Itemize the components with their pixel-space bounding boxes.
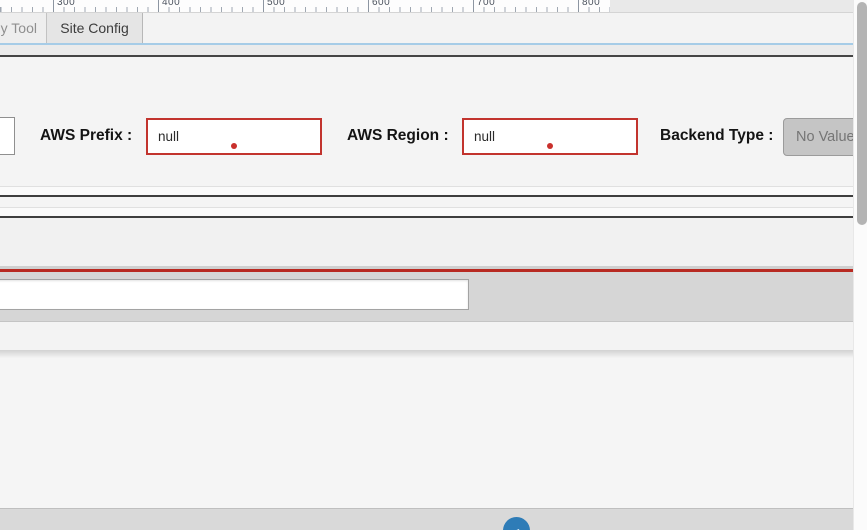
collapsed-section-strip	[0, 186, 853, 195]
section-divider-top	[0, 55, 853, 57]
ruler-tick-label: 800	[582, 0, 601, 8]
ruler-tick-label: 600	[372, 0, 391, 8]
vertical-scrollbar	[853, 0, 867, 530]
scroll-action-button[interactable]: ➤	[503, 517, 530, 530]
section-divider	[0, 195, 853, 197]
input-band	[0, 272, 853, 322]
aws-region-label: AWS Region :	[347, 127, 449, 144]
ruler-tick-label: 400	[162, 0, 181, 8]
ruler-row: 300 400 500 600 700 800	[0, 0, 853, 13]
cutoff-field[interactable]	[0, 117, 15, 155]
red-divider	[0, 269, 853, 272]
error-dot-icon	[231, 143, 237, 149]
error-dot-icon	[547, 143, 553, 149]
ruler-major-tick	[473, 0, 474, 12]
divider-strip	[0, 266, 853, 269]
aws-prefix-label: AWS Prefix :	[40, 127, 133, 144]
ruler-major-tick	[263, 0, 264, 12]
section-spacer	[0, 218, 853, 268]
panel-strip	[0, 322, 853, 350]
ruler-tick-label: 700	[477, 0, 496, 8]
ruler-major-tick	[53, 0, 54, 12]
ruler-minor-ticks	[0, 7, 610, 12]
backend-type-select[interactable]: No Value	[783, 118, 853, 156]
ruler-major-tick	[368, 0, 369, 12]
panel-shadow	[0, 350, 853, 358]
header-strip	[0, 45, 853, 55]
tab-site-config-label: Site Config	[60, 20, 129, 36]
backend-type-value: No Value	[796, 129, 853, 145]
backend-type-label: Backend Type :	[660, 127, 774, 144]
ruler-tick-label: 300	[57, 0, 76, 8]
tab-accent-line	[0, 43, 853, 45]
scrollbar-thumb[interactable]	[857, 2, 867, 225]
ruler-major-tick	[158, 0, 159, 12]
aws-config-section: AWS Prefix : AWS Region : Backend Type :…	[0, 57, 853, 186]
empty-panel	[0, 358, 853, 508]
collapsed-section-strip	[0, 207, 853, 216]
tab-site-config[interactable]: Site Config	[47, 13, 143, 43]
tab-tool[interactable]: y Tool	[0, 13, 47, 43]
bottom-bar	[0, 508, 853, 530]
section-divider	[0, 216, 853, 218]
detail-input[interactable]	[0, 279, 469, 310]
tab-tool-label: y Tool	[0, 20, 37, 36]
arrow-icon: ➤	[508, 523, 525, 530]
aws-prefix-field-wrap	[146, 118, 322, 155]
ruler-tick-label: 500	[267, 0, 286, 8]
aws-region-field-wrap	[462, 118, 638, 155]
tab-bar: y Tool Site Config	[0, 12, 853, 43]
ruler-major-tick	[578, 0, 579, 12]
